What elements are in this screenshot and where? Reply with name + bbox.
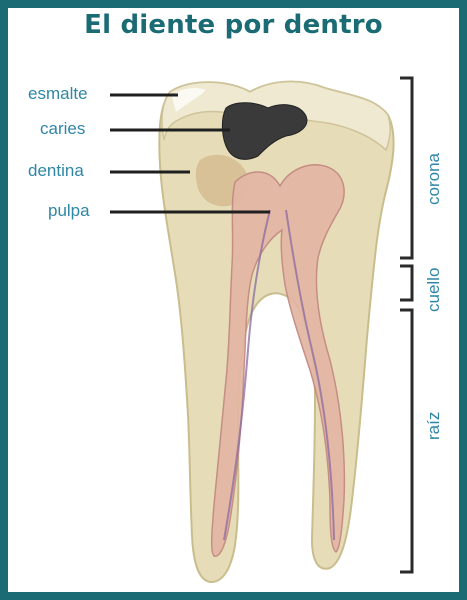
section-raiz: raíz [424,412,444,440]
section-cuello: cuello [424,268,444,312]
section-corona: corona [424,153,444,205]
tooth-body [159,82,393,582]
label-esmalte: esmalte [28,84,88,104]
label-caries: caries [40,119,85,139]
bracket-raiz [400,310,412,572]
label-dentina: dentina [28,161,84,181]
bracket-corona [400,78,412,258]
label-pulpa: pulpa [48,201,90,221]
bracket-cuello [400,266,412,300]
